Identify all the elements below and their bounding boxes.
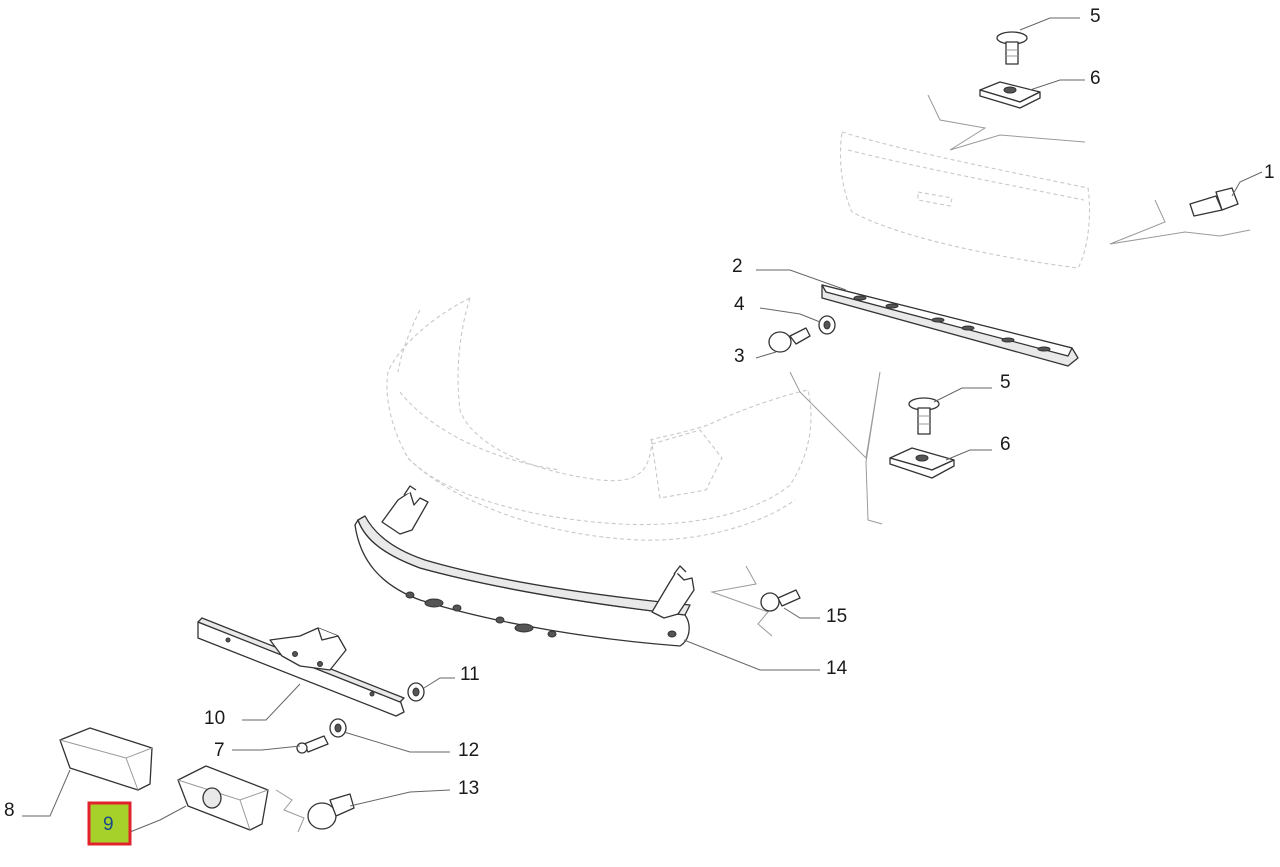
callout-2[interactable]: 2 [732, 256, 743, 277]
part-5-upper-push-pin [996, 31, 1028, 65]
part-11-nut [407, 682, 425, 702]
part-8-left-cap [59, 727, 153, 791]
callout-15[interactable]: 15 [826, 606, 847, 627]
leader-lines [22, 17, 1263, 833]
part-12-washer [329, 718, 347, 738]
callout-7[interactable]: 7 [214, 740, 225, 761]
part-7-screw [296, 735, 329, 754]
part-4-washer [818, 315, 836, 335]
bumper-cover-outline [386, 297, 812, 541]
callout-12[interactable]: 12 [458, 740, 479, 761]
part-10-lower-bracket [197, 617, 405, 717]
callout-14[interactable]: 14 [826, 658, 848, 679]
callout-10[interactable]: 10 [204, 708, 225, 729]
cover-cutline-right [789, 371, 883, 525]
callouts: 5 6 1 2 4 3 5 6 15 14 11 10 7 12 13 8 9 [4, 6, 1275, 835]
callout-5-lower[interactable]: 5 [1000, 372, 1011, 393]
part-3-bolt [768, 327, 811, 353]
callout-11[interactable]: 11 [460, 664, 480, 685]
callout-3[interactable]: 3 [734, 346, 745, 367]
callout-13[interactable]: 13 [458, 778, 479, 799]
callout-6-lower[interactable]: 6 [1000, 434, 1011, 455]
callout-4[interactable]: 4 [734, 294, 745, 315]
part-6-lower-clip-nut [889, 447, 955, 479]
tailgate-outline [839, 94, 1251, 269]
callout-8[interactable]: 8 [4, 800, 15, 821]
part-13-plug [307, 793, 355, 830]
callout-1[interactable]: 1 [1264, 162, 1275, 183]
highlight-box-part-9[interactable] [87, 801, 132, 846]
part-6-upper-clip-nut [979, 81, 1041, 109]
part-1-bolt [1189, 187, 1239, 217]
part-9-right-cap [177, 765, 305, 833]
part-5-lower-push-pin [908, 397, 940, 435]
part-15-bolt [710, 565, 801, 637]
part-14-bumper-beam [354, 485, 695, 647]
callout-9[interactable]: 9 [103, 814, 114, 835]
part-2-reinforcement-strip [821, 284, 1079, 367]
callout-5-upper[interactable]: 5 [1090, 6, 1101, 27]
callout-6-upper[interactable]: 6 [1090, 68, 1101, 89]
